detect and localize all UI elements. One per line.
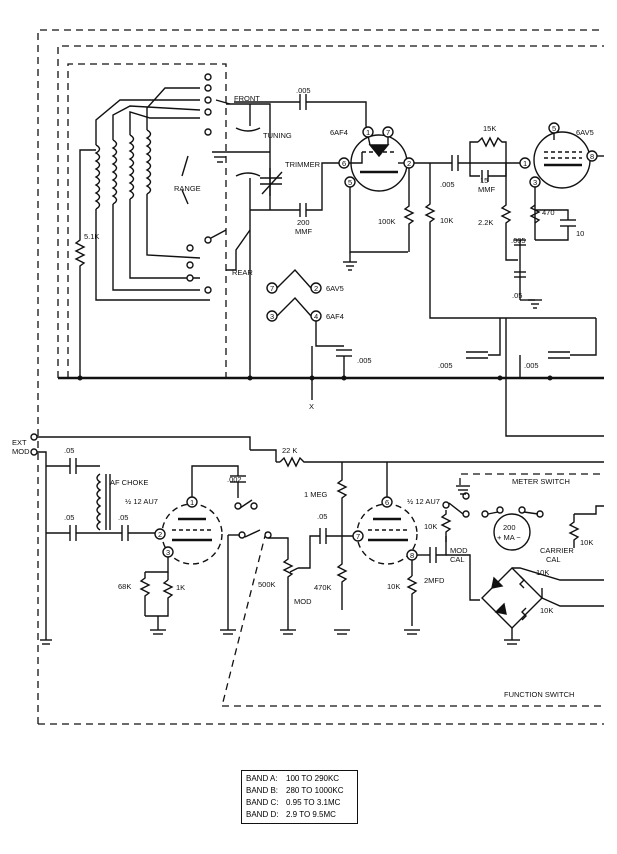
pot-mod-cal[interactable] [440, 510, 452, 542]
band-range: 280 TO 1000KC [286, 786, 344, 795]
band-row: BAND C: 0.95 TO 3.1MC [246, 797, 353, 809]
pot-500k-mod[interactable] [282, 555, 294, 630]
resistor-10k-cathode [406, 575, 418, 626]
resistor-470k [336, 536, 348, 610]
band-range-table: BAND A: 100 TO 290KC BAND B: 280 TO 1000KC… [241, 770, 358, 824]
resistor-470 [529, 204, 541, 224]
meter-switch-box [459, 473, 604, 485]
tube-6av5 [533, 131, 591, 189]
resistor-22k [279, 456, 604, 468]
band-range: 0.95 TO 3.1MC [286, 798, 341, 807]
switch-linkage [221, 531, 267, 707]
resistor-2k2 [500, 163, 518, 261]
pot-carrier-cal[interactable] [568, 514, 580, 548]
band-key: BAND C: [246, 798, 279, 807]
band-range: 100 TO 290KC [286, 774, 340, 783]
band-key: BAND B: [246, 786, 279, 795]
outer-shield-outline [37, 29, 604, 724]
band-key: BAND A: [246, 774, 278, 783]
band-row: BAND A: 100 TO 290KC [246, 773, 353, 785]
front-contact-1 [204, 73, 212, 81]
range-arrow [181, 155, 189, 205]
rf-shield-outline [57, 45, 604, 378]
range-coils [79, 87, 210, 301]
diode-bridge [481, 567, 543, 629]
resistor-5k1 [74, 232, 86, 378]
band-row: BAND D: 2.9 TO 9.5MC [246, 809, 353, 821]
resistor-10k-plate [424, 200, 596, 319]
resistor-1k [145, 579, 174, 617]
ext-mod-jack-1[interactable] [30, 433, 38, 441]
resistor-15k [477, 136, 507, 163]
band-range: 2.9 TO 9.5MC [286, 810, 336, 819]
ext-mod-jack-2[interactable] [30, 448, 38, 456]
band-row: BAND B: 280 TO 1000KC [246, 785, 353, 797]
rear-wiper [210, 229, 227, 239]
band-key: BAND D: [246, 810, 279, 819]
tuning-capacitor [235, 127, 261, 177]
resistor-1meg [336, 462, 348, 536]
coil-switch-box [67, 63, 227, 378]
resistor-68k [139, 572, 151, 616]
resistor-100k [403, 168, 415, 252]
meter-200ua [493, 513, 531, 551]
af-choke [96, 473, 102, 531]
